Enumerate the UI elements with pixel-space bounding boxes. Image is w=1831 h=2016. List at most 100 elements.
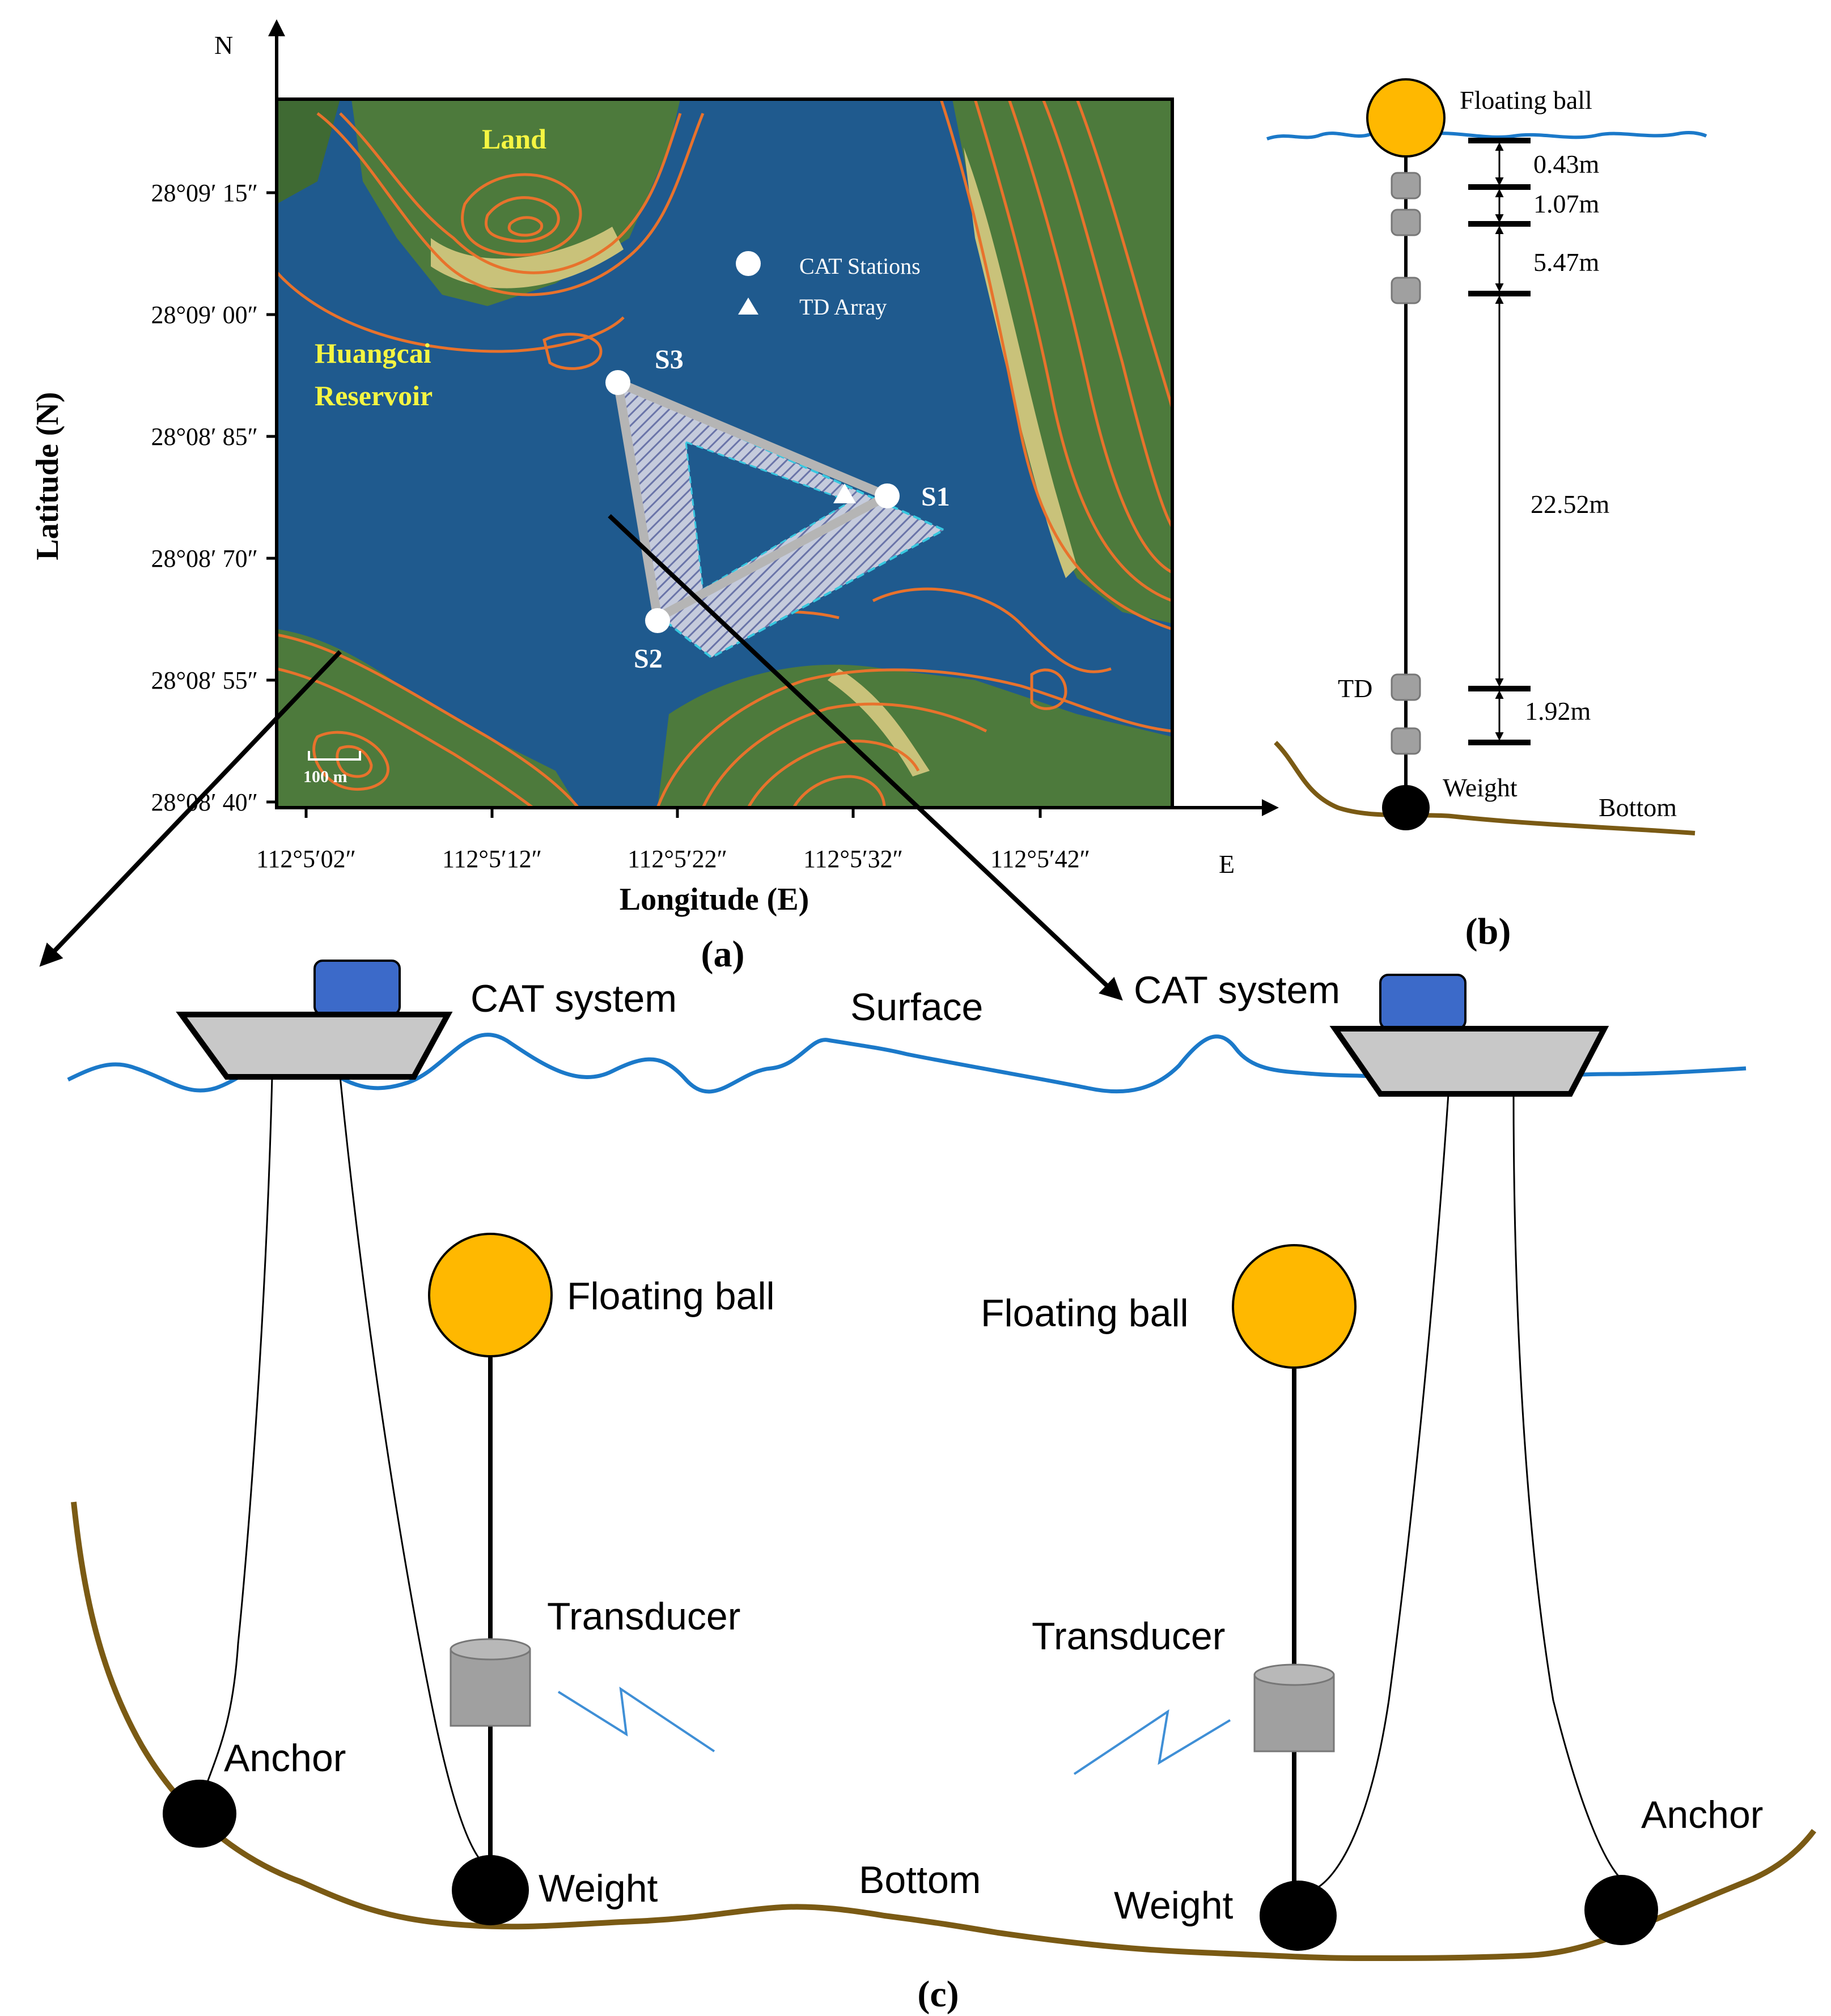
b-distance-label: 1.92m [1525, 697, 1591, 725]
scale-bar [308, 751, 361, 761]
c-cat-box-left [313, 960, 401, 1016]
b-bottom-label: Bottom [1599, 793, 1677, 822]
b-instrument [1391, 277, 1421, 304]
land-right-edge [964, 147, 1077, 578]
c-cat-system-right [1329, 974, 1609, 1097]
lat-tick-label: 28°08′ 55″ [151, 667, 258, 694]
scale-bar-label: 100 m [303, 767, 347, 786]
c-anchor-rope-left [200, 1076, 273, 1800]
c-cat-left-label: CAT system [471, 977, 677, 1020]
land-top-ridge [431, 227, 624, 288]
b-surface-line [1266, 130, 1707, 141]
c-cat-box-right [1379, 974, 1467, 1030]
caption-c: (c) [917, 1973, 959, 2015]
lon-tick-label: 112°5′12″ [442, 845, 542, 873]
station-s1-label: S1 [921, 482, 950, 512]
land-right [952, 99, 1172, 623]
b-instrument-td [1391, 673, 1421, 701]
pointer-arrow-left [39, 650, 342, 967]
lon-tick-label: 112°5′22″ [628, 845, 727, 873]
lat-tick-label: 28°08′ 70″ [151, 545, 258, 572]
station-s3-label: S3 [655, 345, 684, 375]
reservoir-label-2: Reservoir [315, 380, 433, 411]
c-boat-right [1329, 1026, 1609, 1097]
legend-td-icon [738, 298, 758, 315]
b-instruments [1391, 172, 1421, 755]
c-weight-left-label: Weight [539, 1867, 658, 1910]
land-bottom-mid [658, 664, 1172, 808]
inner-triangle [685, 440, 853, 591]
pointer-arrow-right [608, 514, 1123, 1001]
panel-c: CAT system Surface CAT system Floating b… [67, 960, 1816, 2015]
c-signal-right [1073, 1709, 1231, 1775]
lon-tick-label: 112°5′32″ [803, 845, 903, 873]
c-weight-left [452, 1855, 529, 1925]
c-transducer-right-label: Transducer [1032, 1615, 1225, 1658]
c-anchor-rope-right [1512, 1093, 1620, 1877]
b-distance-labels: 0.43m 1.07m 5.47m 22.52m 1.92m [1525, 150, 1610, 725]
td-array-marker [833, 483, 856, 503]
c-anchor-right-label: Anchor [1641, 1793, 1763, 1836]
b-distance-label: 1.07m [1533, 189, 1600, 218]
panel-a: Land Huangcai Reservoir CAT Stations TD … [30, 19, 1279, 1001]
land-bottom-ridge [828, 669, 930, 776]
c-transducer-right [1253, 1663, 1335, 1752]
lon-tick-label: 112°5′42″ [990, 845, 1090, 873]
c-labels: CAT system Surface CAT system Floating b… [224, 969, 1763, 1927]
b-distance-label: 0.43m [1533, 150, 1600, 179]
b-instrument [1391, 172, 1421, 200]
lon-ticks [304, 808, 1042, 818]
b-weight-label: Weight [1443, 773, 1518, 802]
land-bottom-left [277, 629, 578, 808]
x-axis-title: Longitude (E) [620, 882, 809, 917]
b-distance-label: 5.47m [1533, 248, 1600, 277]
axis-north-label: N [214, 31, 233, 60]
caption-a: (a) [701, 933, 745, 975]
station-s1 [875, 483, 900, 508]
legend-stations-label: CAT Stations [799, 253, 921, 279]
c-cat-right-label: CAT system [1134, 969, 1340, 1012]
c-ball-right-label: Floating ball [981, 1292, 1189, 1335]
c-ball-left [428, 1233, 553, 1357]
station-s3 [605, 370, 630, 395]
station-s2-label: S2 [634, 644, 663, 674]
land-label: Land [482, 123, 546, 155]
c-bottom-line [71, 1501, 1816, 1962]
reservoir-label-1: Huangcai [315, 337, 431, 369]
axis-east-label: E [1219, 850, 1235, 878]
lat-tick-label: 28°09′ 15″ [151, 179, 258, 207]
y-axis-title: Latitude (N) [30, 392, 65, 560]
b-instrument [1391, 727, 1421, 755]
c-weight-rope-left [339, 1076, 483, 1862]
b-weight [1382, 785, 1430, 830]
c-boat-left [176, 1012, 453, 1080]
c-transducer-left [450, 1638, 531, 1727]
lat-tick-labels: 28°09′ 15″ 28°09′ 00″ 28°08′ 85″ 28°08′ … [151, 179, 258, 816]
lon-tick-labels: 112°5′02″ 112°5′12″ 112°5′22″ 112°5′32″ … [256, 845, 1090, 873]
c-anchor-left-label: Anchor [224, 1737, 346, 1780]
lat-tick-label: 28°09′ 00″ [151, 301, 258, 329]
b-floating-ball [1366, 78, 1446, 158]
c-weight-right-label: Weight [1114, 1884, 1234, 1927]
b-depth-markers [1468, 138, 1531, 745]
station-s2 [645, 608, 670, 633]
c-signal-left [557, 1686, 715, 1752]
c-weight-right [1260, 1881, 1337, 1951]
lon-tick-label: 112°5′02″ [256, 845, 356, 873]
caption-b: (b) [1465, 911, 1511, 952]
c-ball-right [1232, 1244, 1357, 1369]
map-image [277, 99, 1172, 808]
c-cat-system-left [176, 960, 453, 1080]
lat-ticks [266, 191, 277, 804]
b-distance-label: 22.52m [1531, 490, 1610, 519]
lat-tick-label: 28°08′ 85″ [151, 423, 258, 451]
panel-b: 0.43m 1.07m 5.47m 22.52m 1.92m Floating … [1266, 78, 1707, 952]
land-left-top [277, 99, 340, 204]
legend-station-icon [736, 251, 761, 276]
c-weight-rope-right [1317, 1093, 1449, 1888]
b-td-label: TD [1338, 674, 1372, 703]
c-transducer-left-label: Transducer [547, 1595, 740, 1638]
c-anchor-left [163, 1780, 236, 1848]
c-anchor-right [1584, 1875, 1658, 1945]
